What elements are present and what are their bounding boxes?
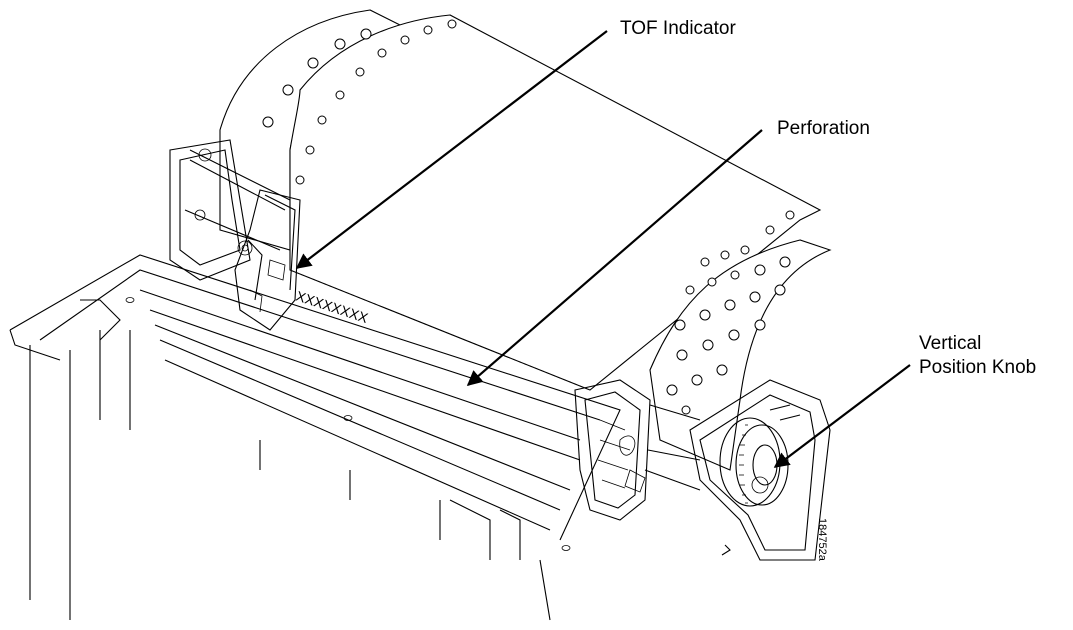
perforation-label: Perforation [777, 118, 870, 139]
vertical-position-knob-label-line1: Vertical [919, 333, 982, 354]
vertical-position-knob-label-line2: Position Knob [919, 357, 1037, 378]
perforation-arrow [466, 129, 763, 387]
printer-base [9, 254, 621, 621]
left-tractor [169, 139, 301, 331]
fanfold-paper: XXXXXXXX [219, 9, 832, 471]
vertical-position-knob-arrow [773, 364, 911, 468]
callout-arrows [295, 30, 911, 468]
tof-indicator-arrow [295, 30, 608, 269]
figure-id: 184752a [816, 518, 828, 561]
right-tractor [574, 379, 701, 521]
tof-indicator-label: TOF Indicator [620, 18, 736, 39]
